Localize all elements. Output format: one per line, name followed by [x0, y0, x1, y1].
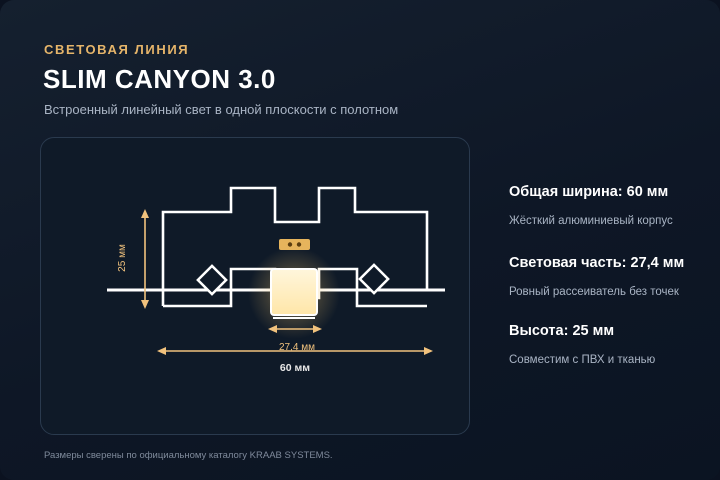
- spec-total-width: Общая ширина: 60 мм Жёсткий алюминиевый …: [509, 184, 673, 227]
- spec-light-part: Световая часть: 27,4 мм Ровный рассеиват…: [509, 255, 684, 298]
- eyebrow-label: СВЕТОВАЯ ЛИНИЯ: [44, 42, 190, 57]
- spec-description: Жёсткий алюминиевый корпус: [509, 215, 673, 227]
- left-clip: [196, 264, 228, 296]
- led-dot-right: [296, 242, 302, 247]
- height-dimension-label: 25 мм: [117, 244, 128, 272]
- width-dimension-label: 60 мм: [280, 362, 310, 374]
- light-arrow-left: [268, 325, 277, 333]
- footnote: Размеры сверены по официальному каталогу…: [44, 450, 333, 461]
- width-arrow-right: [424, 347, 433, 355]
- spec-title: Высота: 25 мм: [509, 323, 615, 339]
- light-dimension-label: 27,4 мм: [279, 342, 315, 353]
- page-subtitle: Встроенный линейный свет в одной плоскос…: [44, 102, 399, 117]
- diagram-panel: 25 мм 27,4 мм 60 мм: [40, 137, 470, 435]
- page-title: SLIM CANYON 3.0: [43, 64, 276, 94]
- spec-title: Световая часть: 27,4 мм: [509, 255, 685, 271]
- profile-diagram: 25 мм 27,4 мм 60 мм: [107, 186, 445, 374]
- light-arrow-right: [313, 325, 322, 333]
- led-dot-left: [287, 242, 293, 247]
- spec-height: Высота: 25 мм Совместим с ПВХ и тканью: [509, 323, 655, 366]
- height-arrow-bottom: [141, 300, 149, 309]
- spec-title: Общая ширина: 60 мм: [509, 184, 669, 200]
- height-arrow-top: [141, 209, 149, 218]
- spec-description: Ровный рассеиватель без точек: [509, 286, 679, 298]
- right-clip: [358, 263, 390, 295]
- led-strip: [279, 239, 310, 250]
- spec-description: Совместим с ПВХ и тканью: [509, 354, 656, 366]
- width-arrow-left: [157, 347, 166, 355]
- light-diffuser: [270, 268, 318, 316]
